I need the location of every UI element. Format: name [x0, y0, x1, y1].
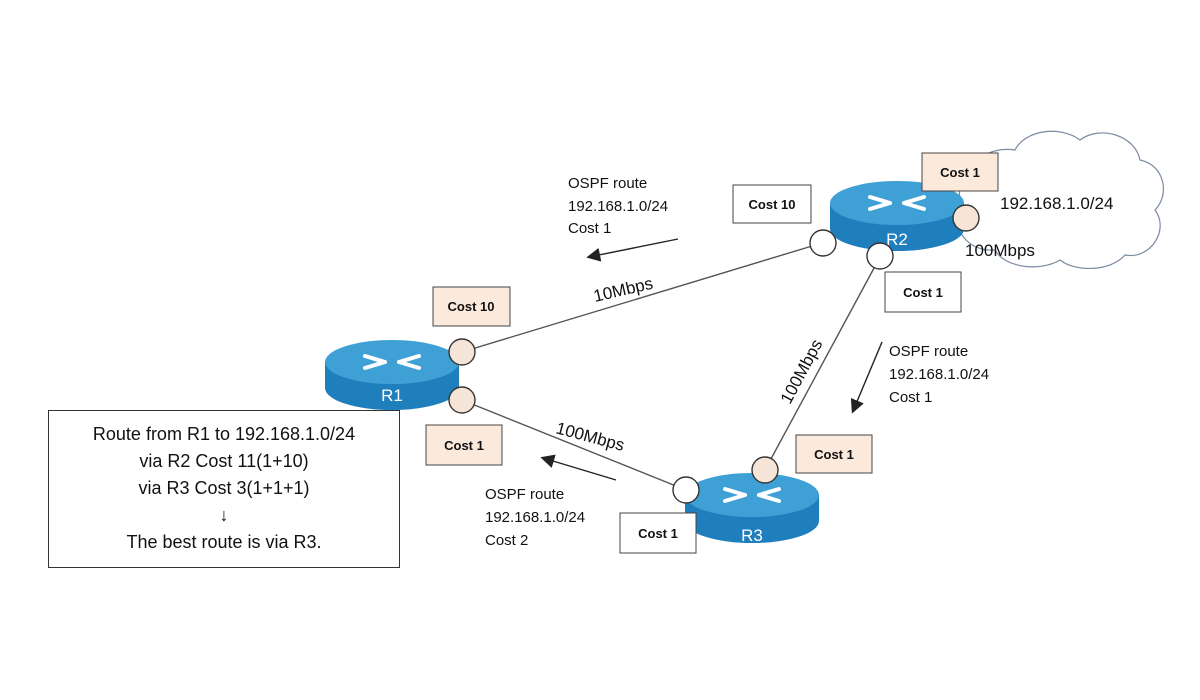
svg-text:OSPF route: OSPF route	[889, 343, 968, 360]
cost-box-r2-lan: Cost 1	[921, 152, 999, 192]
summary-line: via R3 Cost 3(1+1+1)	[138, 478, 310, 498]
router-r1: R1	[325, 340, 459, 410]
advert-arrow-icon	[850, 341, 883, 414]
bandwidth-r2-lan: 100Mbps	[965, 241, 1035, 260]
route-summary-box: Route from R1 to 192.168.1.0/24 via R2 C…	[48, 410, 400, 568]
svg-text:Cost 1: Cost 1	[444, 438, 484, 453]
svg-text:Cost 1: Cost 1	[940, 165, 980, 180]
svg-text:Cost 1: Cost 1	[814, 447, 854, 462]
bandwidth-r1-r3: 100Mbps	[554, 419, 626, 455]
r1-port-to-r3	[448, 386, 476, 414]
link-r1-r3	[461, 399, 687, 491]
router-arrows-icon	[868, 195, 926, 211]
r3-port-to-r1	[672, 476, 700, 504]
r3-port-to-r2	[751, 456, 779, 484]
svg-text:Cost 10: Cost 10	[448, 299, 495, 314]
svg-text:Cost 1: Cost 1	[889, 389, 932, 406]
svg-text:Cost 2: Cost 2	[485, 532, 528, 549]
down-arrow-icon: ↓	[219, 505, 229, 525]
advert-arrow-icon	[540, 454, 617, 481]
summary-conclusion: The best route is via R3.	[126, 532, 322, 552]
router-r2-label: R2	[886, 230, 908, 249]
cost-box-r2-to-r1: Cost 10	[732, 184, 812, 224]
svg-text:Cost 1: Cost 1	[638, 526, 678, 541]
svg-text:192.168.1.0/24: 192.168.1.0/24	[889, 366, 989, 383]
svg-text:192.168.1.0/24: 192.168.1.0/24	[568, 198, 668, 215]
r2-port-to-r3	[866, 242, 894, 270]
r1-port-to-r2	[448, 338, 476, 366]
cost-box-r3-to-r1: Cost 1	[619, 512, 697, 554]
summary-line: Route from R1 to 192.168.1.0/24	[92, 424, 356, 444]
r2-port-to-lan	[952, 204, 980, 232]
network-cloud: 192.168.1.0/24	[958, 130, 1164, 270]
ospf-advert-r2-to-r3: OSPF route 192.168.1.0/24 Cost 1	[850, 341, 989, 414]
cost-box-r1-to-r3: Cost 1	[425, 424, 503, 466]
svg-text:Cost 1: Cost 1	[903, 285, 943, 300]
cost-box-r2-to-r3: Cost 1	[884, 271, 962, 313]
network-label: 192.168.1.0/24	[1000, 194, 1113, 213]
cost-box-r1-to-r2: Cost 10	[432, 286, 511, 327]
router-r3: R3	[685, 473, 819, 545]
router-r2: R2	[830, 181, 964, 251]
advert-arrow-icon	[586, 238, 679, 262]
ospf-advert-r3-to-r1: OSPF route 192.168.1.0/24 Cost 2	[485, 454, 617, 549]
svg-text:Cost 1: Cost 1	[568, 220, 611, 237]
svg-text:OSPF route: OSPF route	[485, 486, 564, 503]
summary-line: via R2 Cost 11(1+10)	[139, 451, 309, 471]
svg-text:192.168.1.0/24: 192.168.1.0/24	[485, 509, 585, 526]
link-r1-r2	[461, 242, 823, 353]
router-r1-label: R1	[381, 386, 403, 405]
cost-box-r3-to-r2: Cost 1	[795, 434, 873, 474]
ospf-advert-r2-to-r1: OSPF route 192.168.1.0/24 Cost 1	[568, 175, 679, 262]
r2-port-to-r1	[809, 229, 837, 257]
router-r3-label: R3	[741, 526, 763, 545]
router-arrows-icon	[723, 487, 781, 503]
router-arrows-icon	[363, 354, 421, 370]
bandwidth-r1-r2: 10Mbps	[592, 274, 655, 306]
svg-text:OSPF route: OSPF route	[568, 175, 647, 192]
svg-text:Cost 10: Cost 10	[749, 197, 796, 212]
link-r2-r3	[764, 256, 881, 471]
